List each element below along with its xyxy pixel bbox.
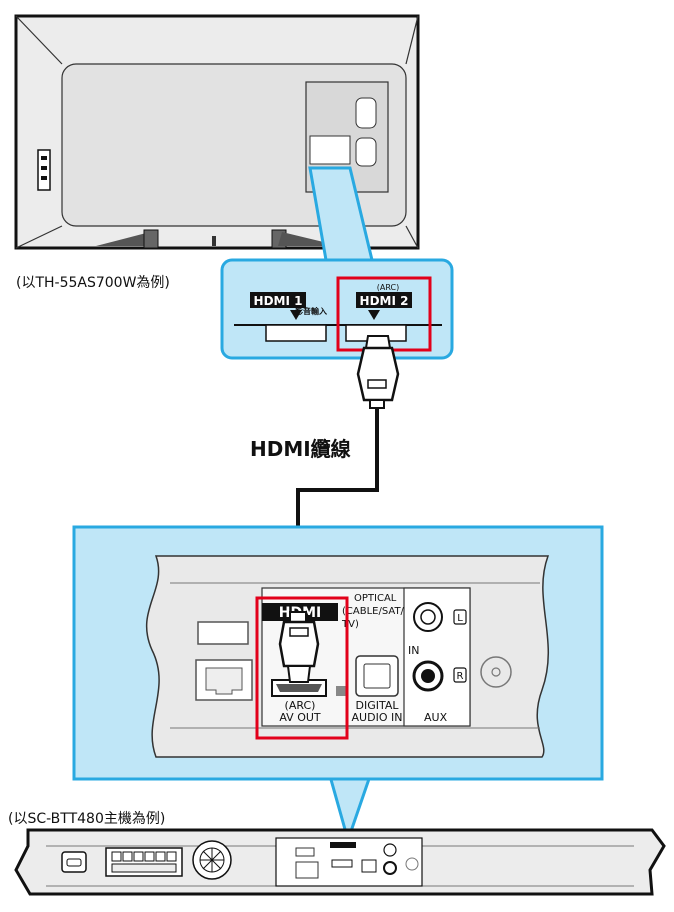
tv-port-callout: HDMI 1 影音輸入 (ARC) HDMI 2 [220, 166, 454, 360]
device-caption: (以SC-BTT480主機為例) [8, 811, 165, 827]
panel-arc-label: (ARC) [285, 699, 316, 712]
panel-av-out-label: AV OUT [279, 711, 321, 724]
device-rear-view [14, 828, 666, 896]
tv-rear-view [14, 14, 420, 250]
arc-small-label: (ARC) [377, 283, 399, 292]
digital-label: DIGITAL [355, 699, 399, 712]
optical-label-2: (CABLE/SAT/ [342, 606, 405, 617]
audio-in-label: AUDIO IN [352, 711, 403, 724]
optical-label-3: TV) [341, 619, 359, 630]
av-input-label: 影音輸入 [295, 306, 327, 316]
aux-in-label: IN [408, 644, 419, 657]
aux-left-label: L [457, 613, 463, 624]
cable-label: HDMI纜線 [250, 437, 351, 461]
av-out-selection-box [255, 596, 349, 740]
hdmi1-label: HDMI 1 [254, 294, 303, 308]
aux-label: AUX [424, 711, 448, 724]
hdmi2-label: HDMI 2 [360, 294, 409, 308]
rear-panel-callout: HDMI (ARC) AV OUT OPTICAL (CABLE/SAT/ TV… [72, 525, 604, 846]
optical-label: OPTICAL [354, 593, 397, 604]
hdmi-plug-top [356, 335, 400, 409]
hdmi-plug-bottom [278, 611, 320, 683]
aux-right-label: R [457, 671, 464, 682]
tv-caption: (以TH-55AS700W為例) [16, 275, 170, 291]
